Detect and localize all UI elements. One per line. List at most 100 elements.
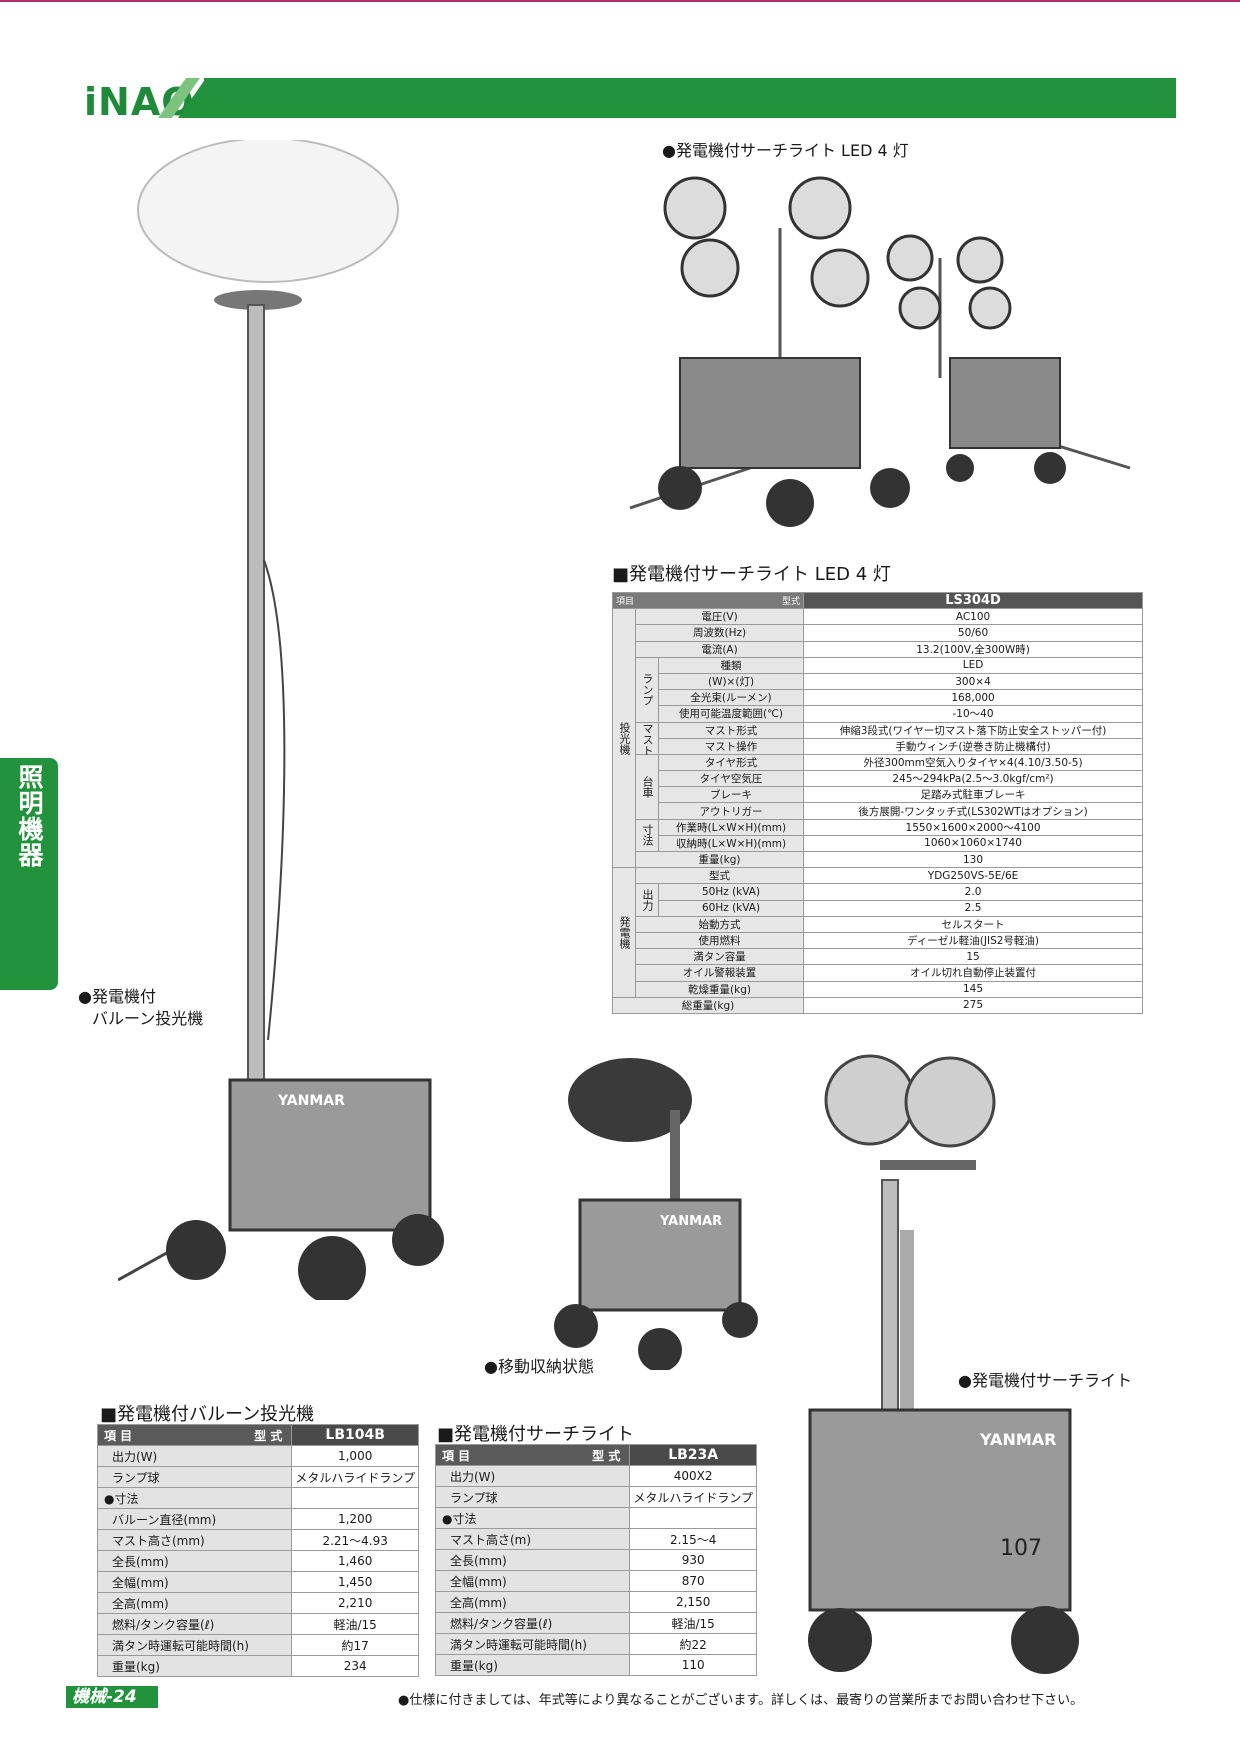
lb104b-row-label: 重量(kg) — [96, 1655, 293, 1677]
balloon-photo-caption-line1: ●発電機付 — [78, 987, 156, 1006]
lb23a-section-dims: ●寸法 — [434, 1507, 631, 1529]
ls304d-row-label: 収納時(L×W×H)(mm) — [657, 834, 805, 853]
searchlight-photo: YANMAR 107 — [800, 1050, 1100, 1680]
ls304d-table-title: ■発電機付サーチライト LED 4 灯 — [612, 564, 891, 585]
lb104b-row-value: メタルハライドランプ — [291, 1466, 419, 1488]
ls304d-row-label: オイル警報装置 — [634, 964, 805, 982]
ls304d-head-item: 項目 — [616, 597, 635, 608]
lb23a-row-label: 重量(kg) — [434, 1654, 631, 1676]
ls304d-group-output: 出力 — [635, 883, 659, 917]
ls304d-row-value: LED — [803, 656, 1143, 674]
lb104b-row-value: 1,460 — [291, 1550, 419, 1572]
ls304d-row-label: 全光束(ルーメン) — [657, 689, 805, 707]
ls304d-row-label: 始動方式 — [634, 915, 805, 933]
ls304d-photo-caption: ●発電機付サーチライト LED 4 灯 — [662, 141, 909, 160]
ls304d-row-label: 総重量(kg) — [611, 996, 805, 1014]
ls304d-row-label: (W)×(灯) — [657, 672, 805, 691]
ls304d-row-value: 145 — [803, 980, 1143, 998]
svg-text:107: 107 — [1000, 1536, 1042, 1561]
ls304d-photo — [620, 168, 1140, 528]
ls304d-row-label: 電流(A) — [634, 640, 805, 658]
ls304d-row-value: 外径300mm空気入りタイヤ×4(4.10/3.50-5) — [803, 753, 1143, 772]
ls304d-row-label: 周波数(Hz) — [634, 624, 805, 642]
ls304d-group-mast: マスト — [635, 721, 659, 756]
ls304d-row-label: タイヤ空気圧 — [657, 770, 805, 788]
svg-text:YANMAR: YANMAR — [277, 1093, 345, 1109]
ls304d-row-label: アウトリガー — [657, 802, 805, 820]
ls304d-row-value: 50/60 — [803, 624, 1143, 642]
category-label: 発電機・溶接機・照明機器 — [15, 764, 102, 972]
ls304d-row-value: 15 — [803, 948, 1143, 966]
lb104b-row-label: バルーン直径(mm) — [96, 1508, 293, 1530]
ls304d-model: LS304D — [803, 591, 1143, 610]
lb23a-table-title: ■発電機付サーチライト — [437, 1424, 635, 1445]
lb104b-row-value: 約17 — [291, 1634, 419, 1656]
lb23a-row-label: ランプ球 — [434, 1486, 631, 1508]
svg-text:YANMAR: YANMAR — [979, 1430, 1056, 1449]
ls304d-group-lamp: ランプ — [635, 656, 659, 723]
lb23a-row-label: 燃料/タンク容量(ℓ) — [434, 1612, 631, 1634]
lb104b-row-value: 1,450 — [291, 1571, 419, 1593]
ls304d-row-value: 300×4 — [803, 672, 1143, 691]
lb104b-row-value: 1,200 — [291, 1508, 419, 1530]
lb23a-row-label: 出力(W) — [434, 1465, 631, 1487]
ls304d-row-value: セルスタート — [803, 915, 1143, 933]
lb104b-row-value: 234 — [291, 1655, 419, 1677]
lb23a-head-model-label: 型 式 — [592, 1448, 621, 1463]
lb23a-row-label: 全高(mm) — [434, 1591, 631, 1613]
lb104b-section-dims: ●寸法 — [96, 1487, 293, 1509]
ls304d-row-value: 245〜294kPa(2.5〜3.0kgf/cm²) — [803, 770, 1143, 788]
lb104b-row-value: 2.21〜4.93 — [291, 1529, 419, 1551]
lb104b-head-item: 項 目 — [104, 1428, 133, 1443]
svg-text:YANMAR: YANMAR — [659, 1214, 722, 1229]
ls304d-row-label: 50Hz (kVA) — [657, 883, 805, 901]
ls304d-row-label: マスト形式 — [657, 721, 805, 739]
lb23a-row-label: マスト高さ(m) — [434, 1528, 631, 1550]
ls304d-row-value: 2.0 — [803, 883, 1143, 901]
lb104b-spec-table: 項 目 型 式 LB104B 出力(W)1,000 ランプ球メタルハライドランプ… — [96, 1424, 419, 1677]
ls304d-row-label: 使用燃料 — [634, 931, 805, 950]
ls304d-group-cart: 台車 — [635, 753, 659, 820]
ls304d-group-generator: 発電機 — [612, 867, 636, 998]
ls304d-row-label: ブレーキ — [657, 786, 805, 804]
ls304d-row-value: 後方展開-ワンタッチ式(LS302WTはオプション) — [803, 802, 1143, 820]
lb104b-row-label: 燃料/タンク容量(ℓ) — [96, 1613, 293, 1635]
ls304d-row-value: 13.2(100V,全300W時) — [803, 640, 1143, 658]
lb23a-row-value: 110 — [629, 1654, 757, 1676]
balloon-light-photo: YANMAR — [118, 140, 458, 1300]
category-side-tab: 発電機・溶接機・照明機器 — [0, 758, 102, 990]
searchlight-photo-caption: ●発電機付サーチライト — [958, 1371, 1132, 1390]
ls304d-row-value: 2.5 — [803, 899, 1143, 917]
lb23a-row-value: 870 — [629, 1570, 757, 1592]
ls304d-group-dims: 寸法 — [635, 818, 659, 853]
lb23a-spec-table: 項 目 型 式 LB23A 出力(W)400X2 ランプ球メタルハライドランプ … — [434, 1444, 757, 1676]
ls304d-row-value: ディーゼル軽油(JIS2号軽油) — [803, 931, 1143, 950]
ls304d-row-value: 足踏み式駐車ブレーキ — [803, 786, 1143, 804]
lb104b-row-value: 軽油/15 — [291, 1613, 419, 1635]
ls304d-row-value: YDG250VS-5E/6E — [803, 867, 1143, 885]
lb104b-row-value: 1,000 — [291, 1445, 419, 1467]
ls304d-row-label: 作業時(L×W×H)(mm) — [657, 818, 805, 836]
ls304d-row-label: 電圧(V) — [634, 608, 805, 626]
lb23a-head-item: 項 目 — [442, 1448, 471, 1463]
ls304d-row-value: オイル切れ自動停止装置付 — [803, 964, 1143, 982]
lb104b-row-label: 全長(mm) — [96, 1550, 293, 1572]
lb104b-row-label: 満タン時運転可能時間(h) — [96, 1634, 293, 1656]
lb23a-row-value: 2,150 — [629, 1591, 757, 1613]
lb23a-row-label: 満タン時運転可能時間(h) — [434, 1633, 631, 1655]
lb23a-row-value: 2.15〜4 — [629, 1528, 757, 1550]
storage-photo-caption: ●移動収納状態 — [484, 1357, 594, 1376]
ls304d-row-label: 重量(kg) — [634, 850, 805, 869]
lb104b-row-label: マスト高さ(mm) — [96, 1529, 293, 1551]
lb23a-row-value: 400X2 — [629, 1465, 757, 1487]
lb23a-row-value: メタルハライドランプ — [629, 1486, 757, 1508]
lb104b-row-label: 全高(mm) — [96, 1592, 293, 1614]
top-rule — [0, 0, 1240, 2]
ls304d-row-value: -10〜40 — [803, 705, 1143, 723]
ls304d-row-label: 満タン容量 — [634, 948, 805, 966]
ls304d-row-value: 130 — [803, 850, 1143, 869]
ls304d-row-value: 168,000 — [803, 689, 1143, 707]
header-bar — [204, 78, 1176, 118]
lb104b-head-model-label: 型 式 — [254, 1428, 283, 1443]
lb104b-row-label: 全幅(mm) — [96, 1571, 293, 1593]
